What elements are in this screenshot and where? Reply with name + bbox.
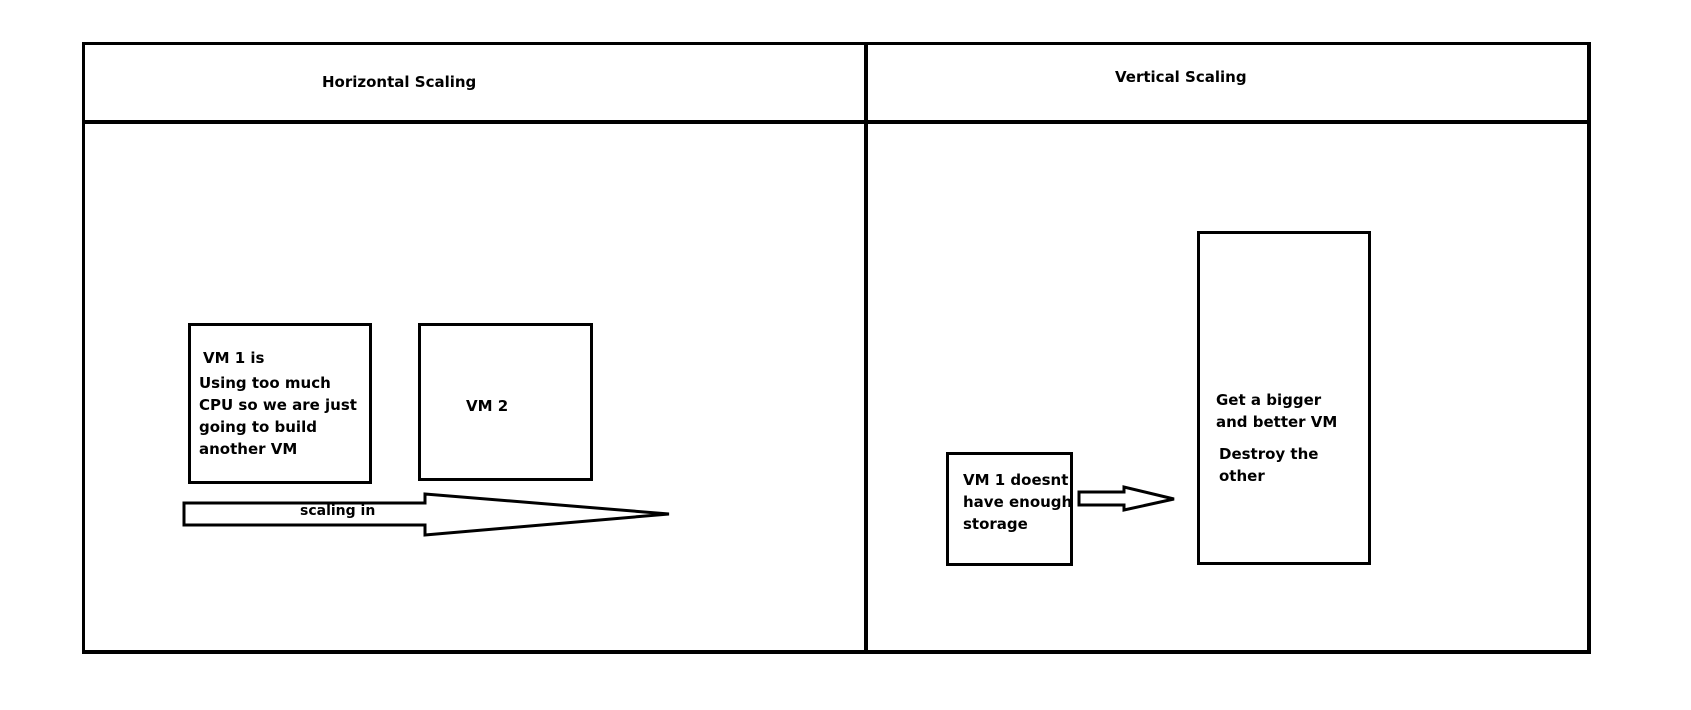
table-border-top [82,42,1590,45]
table-border-right [1587,42,1591,654]
vm1-box [188,323,372,484]
horizontal-scaling-header: Horizontal Scaling [322,73,477,91]
table-border-left [82,42,85,654]
table-border-bottom [82,650,1590,654]
vm1-description: Using too much CPU so we are just going … [199,374,357,458]
vertical-vm1-box [946,452,1073,566]
vm2-label: VM 2 [466,397,509,415]
destroy-other-label: Destroy the other [1219,445,1319,485]
bigger-vm-label: Get a bigger and better VM [1216,391,1338,431]
vm2-box [418,323,593,481]
header-divider [82,120,1590,124]
vertical-vm1-label: VM 1 doesnt have enough storage [963,471,1073,533]
vm1-label: VM 1 is [203,349,265,367]
column-divider [864,42,868,654]
bigger-vm-box [1197,231,1371,565]
scaling-in-label: scaling in [300,503,376,519]
vertical-scaling-header: Vertical Scaling [1115,68,1247,86]
